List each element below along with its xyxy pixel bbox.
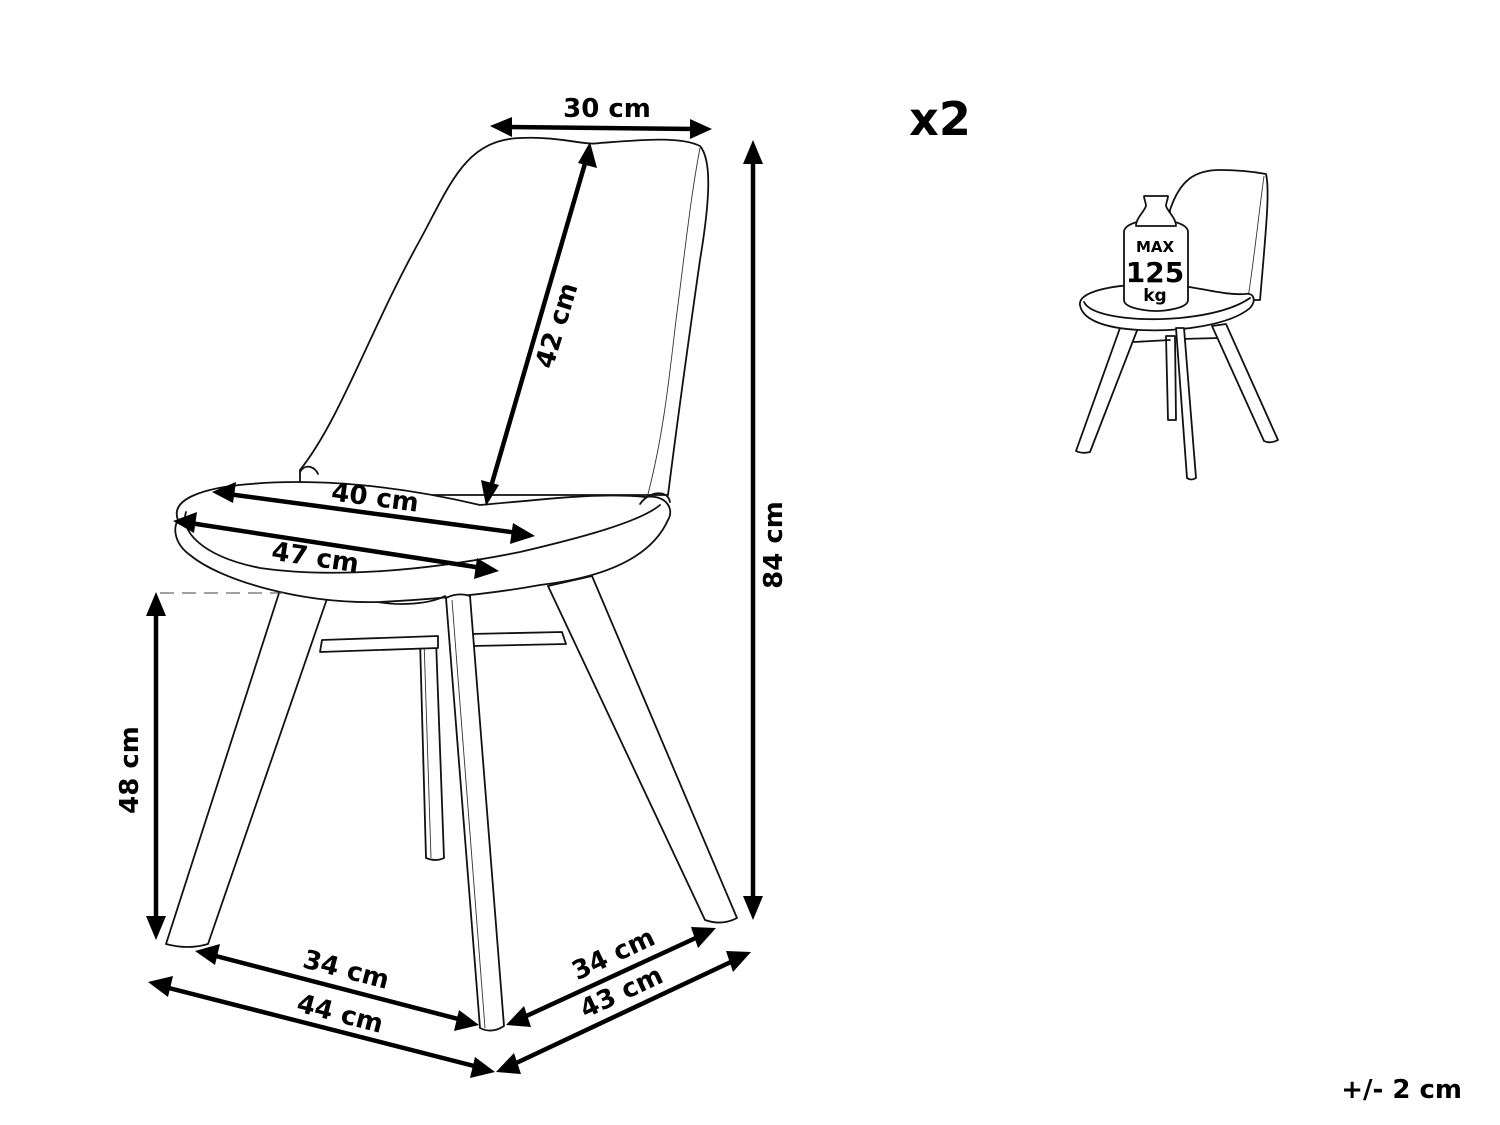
dim-outer-leg-span-front — [148, 976, 495, 1078]
front-right-leg — [547, 575, 738, 924]
dim-seat-height — [146, 592, 285, 940]
dim-inner-leg-span-side — [506, 927, 716, 1027]
dim-outer-leg-span-side — [496, 951, 751, 1074]
front-center-leg — [445, 593, 505, 1032]
label-backrest-top-width: 30 cm — [563, 94, 651, 124]
weight-icon: MAX 125 kg — [1123, 195, 1189, 312]
quantity-label: x2 — [909, 92, 971, 146]
dim-seat-depth — [212, 482, 535, 544]
backrest — [299, 136, 710, 496]
max-load-illustration: MAX 125 kg — [1075, 169, 1279, 481]
label-overall-height: 84 cm — [759, 501, 789, 589]
seat — [174, 465, 672, 605]
dim-backrest-top-width — [490, 117, 712, 139]
rear-leg — [419, 639, 445, 861]
tolerance-label: +/- 2 cm — [1341, 1075, 1462, 1105]
dim-overall-height — [743, 140, 763, 920]
label-seat-height: 48 cm — [115, 726, 145, 814]
dim-seat-width — [173, 512, 499, 579]
dim-inner-leg-span-front — [195, 944, 479, 1031]
dimension-lines — [146, 117, 763, 1078]
dim-backrest-height — [481, 142, 597, 506]
weight-unit: kg — [1143, 286, 1166, 306]
leg-stretchers — [319, 631, 567, 653]
main-chair-drawing — [165, 136, 738, 1032]
front-left-leg — [165, 589, 331, 948]
weight-max-label: MAX — [1136, 238, 1175, 256]
weight-value: 125 — [1126, 256, 1184, 289]
